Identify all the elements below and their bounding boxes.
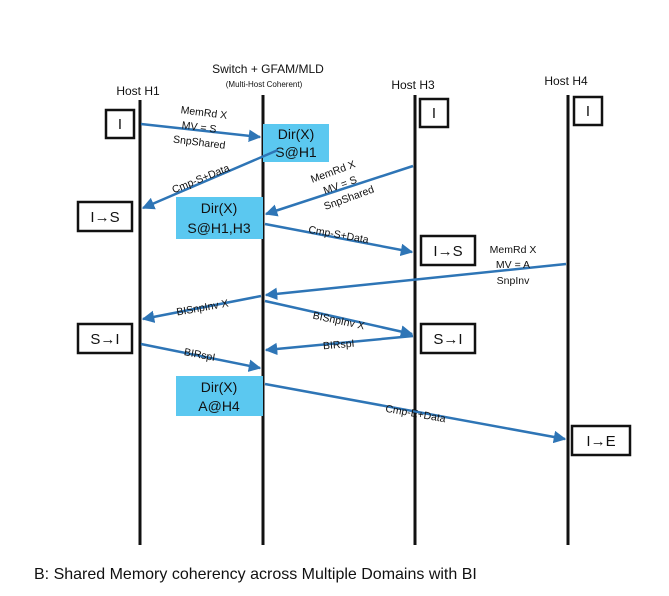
svg-text:I→E: I→E	[586, 433, 615, 450]
arrow-h3-memrd	[264, 164, 414, 217]
arrow-cmp-to-h3	[264, 222, 414, 257]
svg-text:A@H4: A@H4	[198, 398, 240, 414]
msg-h1-cmp: Cmp-S+Data	[170, 162, 231, 196]
arrow-birsp-from-h1	[140, 342, 262, 372]
svg-text:MV = A: MV = A	[496, 259, 530, 271]
msg-bisnp-h3: BISnpInv X	[312, 310, 366, 333]
svg-text:MV = S: MV = S	[181, 120, 217, 136]
host-h4-label: Host H4	[544, 74, 588, 88]
svg-text:I→S: I→S	[433, 243, 462, 260]
msg-h3-memrd: MemRd X MV = S SnpShared	[309, 158, 376, 212]
msg-h3-cmp: Cmp-S+Data	[307, 224, 369, 246]
state-h4-initial: I	[572, 95, 604, 127]
arrow-cmp-e-to-h4	[264, 382, 567, 444]
svg-text:Dir(X): Dir(X)	[278, 126, 315, 142]
state-h3-i-to-s: I→S	[419, 234, 477, 267]
state-h1-i-to-s: I→S	[76, 200, 134, 233]
figure-caption: B: Shared Memory coherency across Multip…	[34, 566, 477, 583]
msg-bisnp-h1: BISnpInv X	[176, 298, 230, 319]
svg-text:I: I	[432, 105, 436, 122]
svg-text:SnpInv: SnpInv	[497, 275, 530, 287]
msg-birsp-h3: BIRspI	[323, 338, 355, 353]
directory-entry-3: Dir(X) A@H4	[176, 376, 263, 416]
switch-sublabel: (Multi-Host Coherent)	[226, 80, 303, 89]
arrow-birsp-from-h3	[264, 334, 414, 356]
arrow-bisnp-to-h3	[264, 299, 414, 338]
svg-text:I: I	[118, 116, 122, 133]
state-h3-s-to-i: S→I	[419, 322, 477, 355]
svg-text:Dir(X): Dir(X)	[201, 200, 238, 216]
svg-text:I: I	[586, 103, 590, 120]
directory-entry-2: Dir(X) S@H1,H3	[176, 197, 263, 239]
svg-text:MemRd X: MemRd X	[180, 104, 228, 122]
switch-label: Switch + GFAM/MLD	[212, 62, 324, 76]
msg-birsp-h1: BIRspI	[183, 346, 216, 364]
arrow-bisnp-to-h1	[141, 294, 262, 323]
svg-text:S@H1,H3: S@H1,H3	[187, 220, 250, 236]
msg-h1-memrd: MemRd X MV = S SnpShared	[172, 104, 228, 152]
host-h3-label: Host H3	[391, 78, 435, 92]
svg-text:I→S: I→S	[90, 209, 119, 226]
state-h3-initial: I	[418, 97, 450, 129]
svg-text:MemRd X: MemRd X	[490, 244, 537, 256]
state-h1-s-to-i: S→I	[76, 322, 134, 355]
arrow-h1-memrd	[140, 122, 262, 142]
arrow-cmp-to-h1	[141, 148, 279, 210]
state-h1-initial: I	[104, 108, 136, 140]
directory-entry-1: Dir(X) S@H1	[263, 124, 329, 162]
svg-text:SnpShared: SnpShared	[172, 134, 226, 152]
svg-text:S→I: S→I	[433, 331, 462, 348]
state-h4-i-to-e: I→E	[570, 424, 632, 457]
svg-text:S→I: S→I	[90, 331, 119, 348]
msg-h4-memrd: MemRd X MV = A SnpInv	[490, 244, 537, 287]
svg-text:Dir(X): Dir(X)	[201, 379, 238, 395]
svg-text:S@H1: S@H1	[275, 144, 317, 160]
arrow-h4-memrd	[264, 262, 567, 301]
host-h1-label: Host H1	[116, 84, 160, 98]
